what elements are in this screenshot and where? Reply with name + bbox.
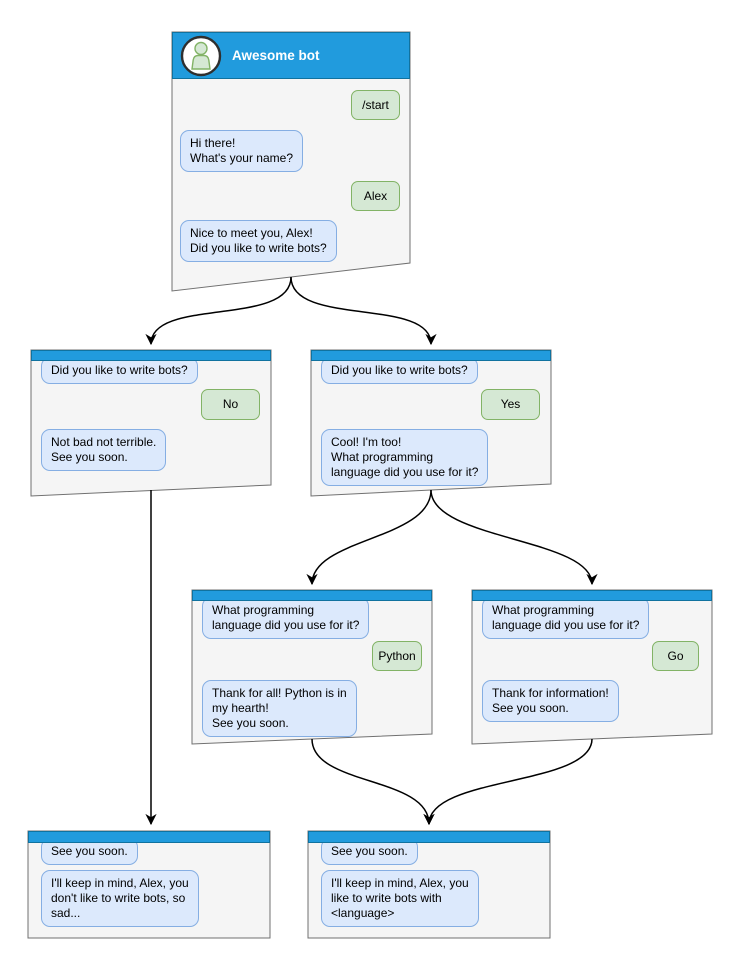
connector-go-to-end: [423, 738, 593, 826]
person-icon: [191, 41, 211, 70]
chat-node-branch-no-titlebar: [31, 350, 271, 361]
bot-message-question-repeat: Did you like to write bots?: [321, 357, 478, 384]
bot-message-language-question: What programming language did you use fo…: [202, 597, 370, 639]
user-answer-go: Go: [652, 641, 699, 671]
chat-node-go-titlebar: [472, 590, 712, 601]
connector-python-to-end: [311, 738, 435, 826]
chat-node-python-titlebar: [192, 590, 432, 601]
chat-window-title: Awesome bot: [232, 48, 320, 63]
chat-node-branch-yes-titlebar: [311, 350, 551, 361]
bot-message-go-reply: Thank for information! See you soon.: [482, 680, 619, 722]
user-message-name: Alex: [351, 181, 400, 211]
avatar: [180, 35, 222, 77]
connector-yes-to-python: [306, 489, 432, 586]
bot-message-question-repeat: Did you like to write bots?: [41, 357, 198, 384]
bot-message-end-lang-reply: I'll keep in mind, Alex, you like to wri…: [321, 870, 479, 927]
user-answer-yes: Yes: [481, 389, 540, 420]
connector-root-to-no: [145, 276, 292, 346]
bot-message-python-reply: Thank for all! Python is in my hearth! S…: [202, 680, 357, 737]
chat-node-end-lang-titlebar: [308, 831, 550, 843]
bot-message-question: Nice to meet you, Alex! Did you like to …: [180, 220, 337, 262]
bot-message-greeting: Hi there! What's your name?: [180, 130, 304, 172]
chat-node-end-no-titlebar: [28, 831, 270, 843]
bot-message-no-reply: Not bad not terrible. See you soon.: [41, 429, 167, 471]
connector-yes-to-go: [430, 489, 598, 586]
bot-message-yes-reply: Cool! I'm too! What programming language…: [321, 429, 489, 486]
bot-message-end-no-reply: I'll keep in mind, Alex, you don't like …: [41, 870, 199, 927]
user-message-start: /start: [351, 90, 400, 120]
user-answer-python: Python: [372, 641, 422, 671]
user-answer-no: No: [201, 389, 260, 420]
connector-root-to-yes: [290, 276, 437, 346]
bot-message-language-question: What programming language did you use fo…: [482, 597, 650, 639]
